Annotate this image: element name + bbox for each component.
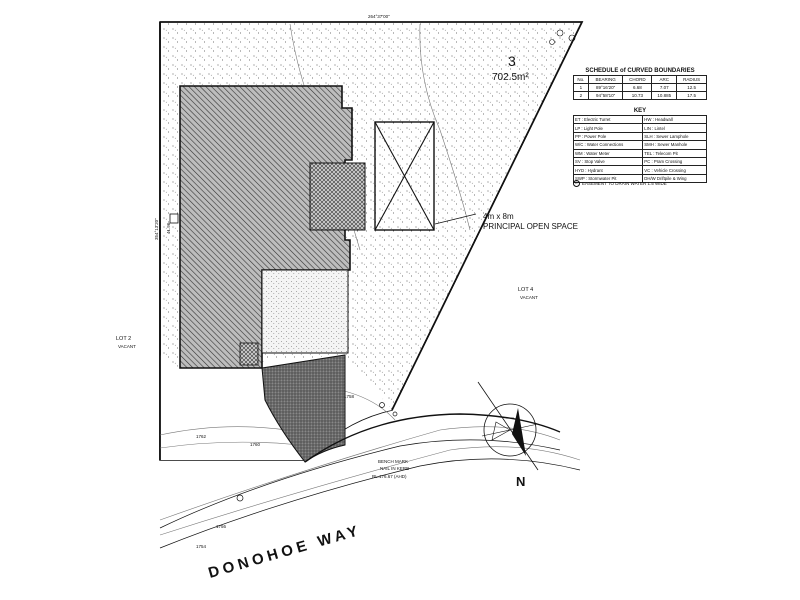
lot2-name: LOT 2 <box>116 336 131 342</box>
table-cell: 17.5 <box>676 91 707 100</box>
key-entry: SMH : Sewer Manhole <box>642 140 707 150</box>
key-entry: WM : Water Meter <box>572 148 644 158</box>
schedule-title: SCHEDULE of CURVED BOUNDARIES <box>585 68 695 74</box>
key-entry: LP : Light Pole <box>572 123 644 133</box>
north-label: N <box>516 474 525 489</box>
table-cell: 89°16'20" <box>587 83 624 92</box>
table-row: 2 94°58'10" 10.73 10.885 17.5 <box>573 91 707 100</box>
survey-marker <box>379 402 385 408</box>
table-header-row: No. BEARING CHORD ARC RADIUS <box>573 75 707 84</box>
contour-label: 1754 <box>196 544 207 549</box>
table-cell: 6.68 <box>622 83 653 92</box>
lot4-name: LOT 4 <box>518 287 533 293</box>
garage-area <box>309 162 366 231</box>
survey-marker <box>392 411 398 417</box>
table-cell: 2 <box>573 91 589 100</box>
street-kerb <box>159 413 581 549</box>
easement-text: EASEMENT TO DRAIN WATER 1.5 WIDE <box>582 181 667 186</box>
key-entry: PC : Pram Crossing <box>642 156 707 167</box>
table-cell: 7.07 <box>651 83 678 92</box>
top-bearing: 264°37'00" <box>368 14 390 19</box>
side-marker <box>169 213 179 224</box>
key-entry: ET : Electric Turret <box>572 114 644 125</box>
key-entry: W/C : Water Connections <box>572 140 644 150</box>
tree-marker <box>549 39 555 45</box>
table-header-cell: CHORD <box>622 75 653 84</box>
key-entry: HYD : Hydrant <box>572 165 644 175</box>
key-entry: SV : Stop Valve <box>572 156 644 167</box>
lot-number: 3 <box>508 53 516 69</box>
table-header-cell: RADIUS <box>676 75 707 84</box>
tree-marker <box>556 29 564 37</box>
table-cell: 10.885 <box>651 91 678 100</box>
street-name: DONOHOE WAY <box>206 522 363 582</box>
contour-label: 1758 <box>344 394 355 399</box>
open-space-box <box>374 121 477 231</box>
key-entry: SWP : Stormwater Pit <box>572 173 644 184</box>
schedule-table: No. BEARING CHORD ARC RADIUS 1 89°16'20"… <box>573 75 707 100</box>
side-distance: 41.96 <box>166 222 171 234</box>
key-entry: HW : Headwall <box>642 114 707 125</box>
bench-mark-line3: RL.176.67 (AHD) <box>372 474 407 479</box>
side-bearing: 354°13'20" <box>154 218 159 240</box>
lot2-status: VACANT <box>118 344 136 349</box>
key-entry: DH/W Driftpile & Wing <box>642 173 707 184</box>
survey-marker <box>236 494 244 502</box>
contour-label: 1760 <box>250 442 261 447</box>
table-cell: 12.5 <box>676 83 707 92</box>
bench-mark-line2: NAIL IN KERB <box>380 466 409 471</box>
table-header-cell: No. <box>573 75 589 84</box>
table-header-cell: BEARING <box>587 75 624 84</box>
bench-mark-line1: BENCH MARK <box>378 459 408 464</box>
contour-label: 1762 <box>196 434 207 439</box>
curved-boundaries-schedule: SCHEDULE of CURVED BOUNDARIES No. BEARIN… <box>573 68 707 100</box>
key-entry: LIN : Lintel <box>642 123 707 133</box>
key-entry: PP : Power Pole <box>572 131 644 142</box>
table-cell: 1 <box>573 83 589 92</box>
key-entry: VC : Vehicle Crossing <box>642 165 707 175</box>
open-space-label: PRINCIPAL OPEN SPACE <box>483 222 578 231</box>
table-row: 1 89°16'20" 6.68 7.07 12.5 <box>573 83 707 92</box>
north-arrow: N <box>477 381 539 489</box>
easement-marker: E <box>573 180 580 187</box>
table-header-cell: ARC <box>651 75 678 84</box>
key-title: KEY <box>633 108 647 114</box>
easement-note: E EASEMENT TO DRAIN WATER 1.5 WIDE <box>573 180 667 187</box>
lot-area: 702.5m² <box>492 72 529 83</box>
open-space-dimensions: 4m x 8m <box>483 212 514 221</box>
table-cell: 10.73 <box>622 91 653 100</box>
key-entry: TEL : Telecom Pit <box>642 148 707 158</box>
porch-area <box>261 269 349 354</box>
contour-label: 1756 <box>216 524 227 529</box>
key-entry: SLH : Sewer Lamphole <box>642 131 707 142</box>
meter-box <box>239 342 259 366</box>
lot4-status: VACANT <box>520 295 538 300</box>
tree-marker <box>568 34 576 42</box>
table-cell: 94°58'10" <box>587 91 624 100</box>
